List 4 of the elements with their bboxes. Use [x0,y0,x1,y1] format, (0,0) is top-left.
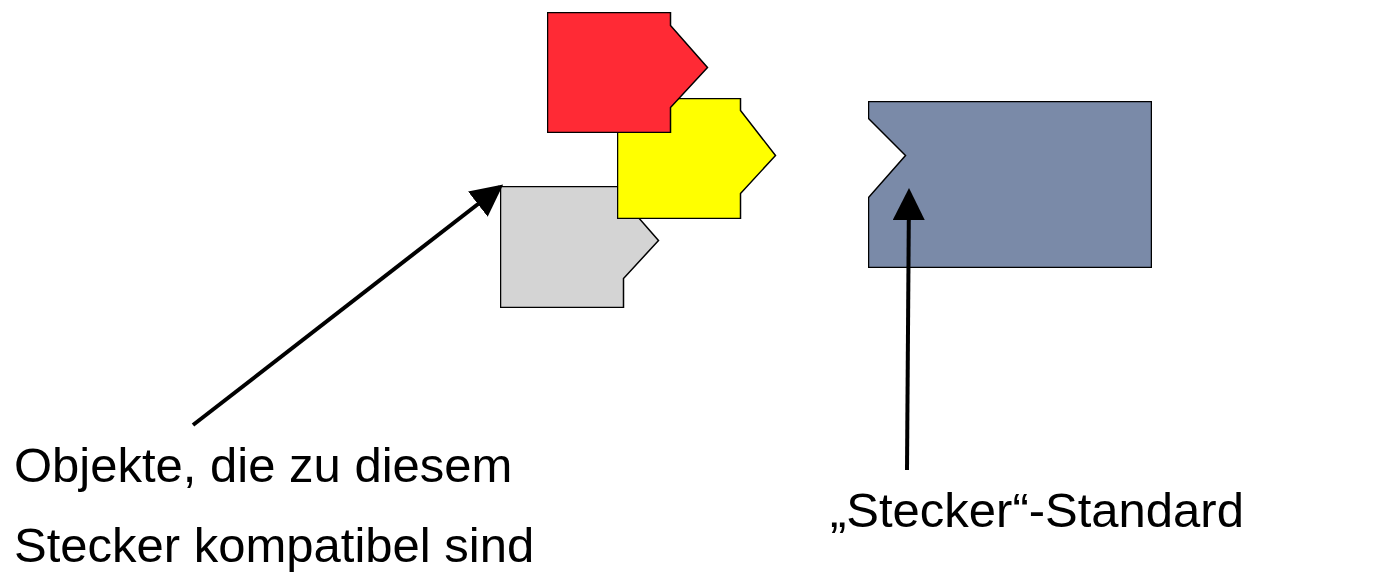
caption-text: Objekte, die zu diesem Stecker kompatibel sind [14,437,536,574]
caption-text: „Stecker“-Standard [830,482,1245,539]
arrow [191,184,504,427]
arrow [892,188,925,470]
